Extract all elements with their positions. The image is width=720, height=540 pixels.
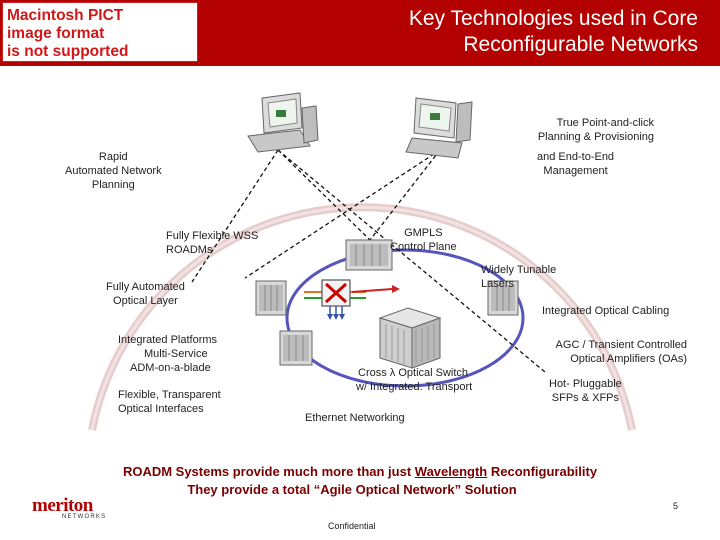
banner-line-1-end: Reconfigurability: [487, 464, 598, 479]
workstation-right-icon: [405, 97, 473, 159]
label-end-to-end: and End-to-End Management: [537, 150, 614, 178]
label-cross-switch-line-2: w/ Integrated. Transport: [356, 381, 473, 393]
label-integrated-platforms: Integrated Platforms Multi-Service ADM-o…: [118, 333, 217, 375]
pict-placeholder-line-3: is not supported: [7, 43, 129, 60]
label-wss-roadms: Fully Flexible WSS ROADMs: [166, 229, 258, 257]
label-end-to-end-line-2: Management: [543, 165, 608, 177]
page-number: 5: [672, 501, 678, 511]
roadm-node-right-icon: [487, 280, 519, 316]
optical-ring: [285, 248, 525, 388]
optical-switch-chassis-icon: [378, 307, 442, 369]
label-rapid-planning-line-3: Planning: [91, 179, 135, 191]
label-optical-interfaces: Flexible, Transparent Optical Interfaces: [118, 388, 221, 416]
pict-placeholder: Macintosh PICT image format is not suppo…: [2, 2, 198, 62]
roadm-node-top-icon: [345, 239, 393, 271]
label-rapid-planning: Rapid Automated Network Planning: [65, 150, 162, 192]
banner-line-1: ROADM Systems provide much more than jus…: [0, 464, 720, 479]
label-gmpls-line-2: Control Plane: [390, 241, 457, 253]
pict-placeholder-line-1: Macintosh PICT: [7, 7, 124, 24]
pict-placeholder-line-2: image format: [7, 25, 105, 42]
label-rapid-planning-line-1: Rapid: [98, 151, 128, 163]
label-agc-amplifiers: AGC / Transient Controlled Optical Ampli…: [556, 338, 687, 366]
label-optical-layer-line-1: Fully Automated: [106, 281, 185, 293]
label-planning-provisioning: True Point-and-click Planning & Provisio…: [538, 116, 654, 144]
label-tunable-lasers-line-2: Lasers: [481, 278, 515, 290]
label-agc-line-2: Optical Amplifiers (OAs): [570, 353, 687, 365]
cross-connect-switch-icon: [304, 279, 366, 320]
label-rapid-planning-line-2: Automated Network: [65, 165, 162, 177]
roadm-node-left-icon: [255, 280, 287, 316]
company-logo-subtitle: NETWORKS: [62, 514, 107, 520]
label-gmpls-line-1: GMPLS: [404, 227, 443, 239]
company-logo: meriton NETWORKS: [32, 496, 110, 522]
tunable-laser-arrow: [351, 285, 400, 293]
label-gmpls: GMPLS Control Plane: [390, 226, 457, 254]
banner-line-1-start: ROADM Systems provide much more than jus…: [122, 464, 415, 479]
confidential-notice: Confidential: [328, 521, 376, 531]
label-optical-cabling: Integrated Optical Cabling: [542, 305, 670, 317]
label-cross-switch-line-1: Cross λ Optical Switch: [358, 367, 469, 379]
control-links: [191, 149, 546, 373]
label-optical-layer: Fully Automated Optical Layer: [106, 280, 185, 308]
label-integrated-platforms-line-3: ADM-on-a-blade: [130, 362, 211, 374]
label-agc-line-1: AGC / Transient Controlled: [555, 339, 687, 351]
title-bar: Macintosh PICT image format is not suppo…: [0, 0, 720, 66]
label-tunable-lasers-line-1: Widely Tunable: [481, 264, 557, 276]
label-planning-provisioning-line-1: True Point-and-click: [556, 117, 654, 129]
company-logo-word: meriton: [32, 495, 93, 516]
label-integrated-platforms-line-2: Multi-Service: [144, 348, 208, 360]
label-optical-layer-line-2: Optical Layer: [113, 295, 178, 307]
label-ethernet: Ethernet Networking: [305, 412, 405, 424]
label-end-to-end-line-1: and End-to-End: [537, 151, 615, 163]
banner-line-2: They provide a total “Agile Optical Netw…: [187, 482, 517, 497]
label-pluggable-line-2: SFPs & XFPs: [551, 392, 620, 404]
label-tunable-lasers: Widely Tunable Lasers: [481, 263, 556, 291]
label-wss-roadms-line-2: ROADMs: [166, 244, 213, 256]
label-pluggable-line-1: Hot- Pluggable: [549, 378, 622, 390]
label-wss-roadms-line-1: Fully Flexible WSS: [166, 230, 259, 242]
workstation-left-icon: [247, 92, 319, 153]
slide-title-line-1: Key Technologies used in Core: [408, 7, 698, 30]
label-cross-switch: Cross λ Optical Switch w/ Integrated. Tr…: [356, 366, 472, 394]
label-pluggable: Hot- Pluggable SFPs & XFPs: [549, 377, 622, 405]
label-planning-provisioning-line-2: Planning & Provisioning: [537, 131, 654, 143]
slide-title: Key Technologies used in Core Reconfigur…: [409, 6, 698, 58]
slide-title-line-2: Reconfigurable Networks: [463, 33, 698, 56]
label-interfaces-line-2: Optical Interfaces: [118, 403, 204, 415]
roadm-node-bottom-left-icon: [279, 330, 313, 366]
label-integrated-platforms-line-1: Integrated Platforms: [118, 334, 218, 346]
banner-line-1-emphasis: Wavelength: [414, 464, 488, 479]
label-interfaces-line-1: Flexible, Transparent: [118, 389, 221, 401]
